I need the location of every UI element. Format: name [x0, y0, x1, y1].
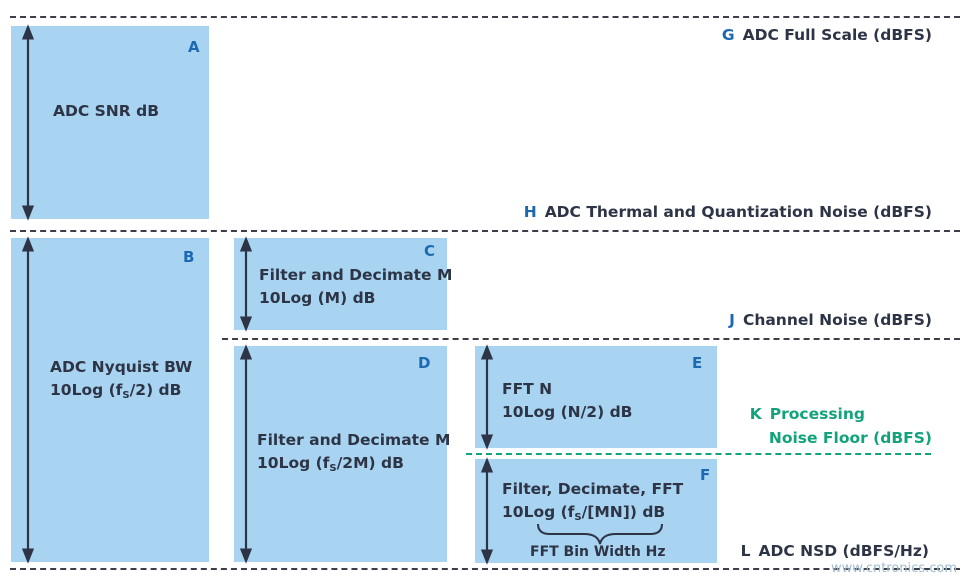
- box-f-line2-sub: S: [574, 512, 582, 523]
- box-c-text: Filter and Decimate M 10Log (M) dB: [259, 265, 452, 309]
- box-d-line2-sub: S: [329, 463, 337, 474]
- level-j-text: Channel Noise (dBFS): [742, 311, 932, 329]
- box-a-letter: A: [188, 38, 200, 56]
- box-c-line1: Filter and Decimate M: [259, 266, 453, 284]
- level-line-k: [466, 453, 931, 455]
- box-f-line1: Filter, Decimate, FFT: [502, 480, 684, 498]
- level-l-label: L ADC NSD (dBFS/Hz): [741, 542, 929, 560]
- box-d-line2-post: /2M) dB: [336, 454, 404, 472]
- box-a-text: ADC SNR dB: [53, 102, 160, 120]
- box-c-line2: 10Log (M) dB: [259, 289, 376, 307]
- box-d-line2-pre: 10Log (f: [257, 454, 330, 472]
- box-e: [475, 346, 717, 448]
- box-d-line2: 10Log (fS/2M) dB: [257, 453, 450, 479]
- box-f-letter: F: [700, 466, 711, 484]
- watermark: www.cntronics.com: [830, 561, 957, 576]
- box-e-text: FFT N 10Log (N/2) dB: [502, 379, 632, 423]
- level-k-text-line2: Noise Floor (dBFS): [768, 429, 932, 447]
- box-d-line1: Filter and Decimate M: [257, 431, 451, 449]
- level-line-l: [10, 568, 960, 570]
- box-f-line2: 10Log (fS/[MN]) dB: [502, 502, 683, 528]
- box-f-brace-label: FFT Bin Width Hz: [530, 544, 666, 560]
- box-f-text: Filter, Decimate, FFT 10Log (fS/[MN]) dB: [502, 479, 683, 528]
- level-line-h: [10, 230, 960, 232]
- box-f: [475, 459, 717, 563]
- box-f-line2-pre: 10Log (f: [502, 503, 575, 521]
- box-b: [11, 238, 209, 562]
- level-k-text-line1: Processing: [769, 405, 865, 423]
- box-e-letter: E: [692, 354, 703, 372]
- brace-f: [537, 523, 663, 545]
- level-g-label: G ADC Full Scale (dBFS): [722, 26, 932, 44]
- level-h-text: ADC Thermal and Quantization Noise (dBFS…: [544, 203, 932, 221]
- box-b-line2-sub: S: [122, 390, 130, 401]
- level-k-line1: K Processing: [750, 402, 932, 426]
- box-b-line1: ADC Nyquist BW: [50, 358, 193, 376]
- level-g-key: G: [721, 26, 735, 44]
- box-d: [234, 346, 447, 562]
- level-j-label: J Channel Noise (dBFS): [729, 311, 932, 329]
- box-d-letter: D: [418, 354, 431, 372]
- level-h-key: H: [523, 203, 537, 221]
- box-b-line2-pre: 10Log (f: [50, 381, 123, 399]
- box-d-text: Filter and Decimate M 10Log (fS/2M) dB: [257, 430, 450, 479]
- box-c: [234, 238, 447, 330]
- box-a: [11, 26, 209, 219]
- level-line-g: [10, 16, 960, 18]
- level-k-label: K Processing Noise Floor (dBFS): [750, 402, 932, 450]
- level-line-j: [222, 338, 960, 340]
- level-l-text: ADC NSD (dBFS/Hz): [758, 542, 929, 560]
- box-e-line2: 10Log (N/2) dB: [502, 403, 633, 421]
- box-e-line1: FFT N: [502, 380, 553, 398]
- level-l-key: L: [740, 542, 751, 560]
- box-b-line2: 10Log (fS/2) dB: [50, 380, 192, 406]
- box-b-line2-post: /2) dB: [129, 381, 182, 399]
- box-b-letter: B: [183, 248, 195, 266]
- box-b-text: ADC Nyquist BW 10Log (fS/2) dB: [50, 357, 192, 406]
- box-f-line2-post: /[MN]) dB: [581, 503, 666, 521]
- box-c-letter: C: [424, 242, 436, 260]
- level-k-key: K: [749, 405, 762, 423]
- level-j-key: J: [729, 311, 735, 329]
- level-h-label: H ADC Thermal and Quantization Noise (dBF…: [524, 203, 932, 221]
- level-g-text: ADC Full Scale (dBFS): [742, 26, 932, 44]
